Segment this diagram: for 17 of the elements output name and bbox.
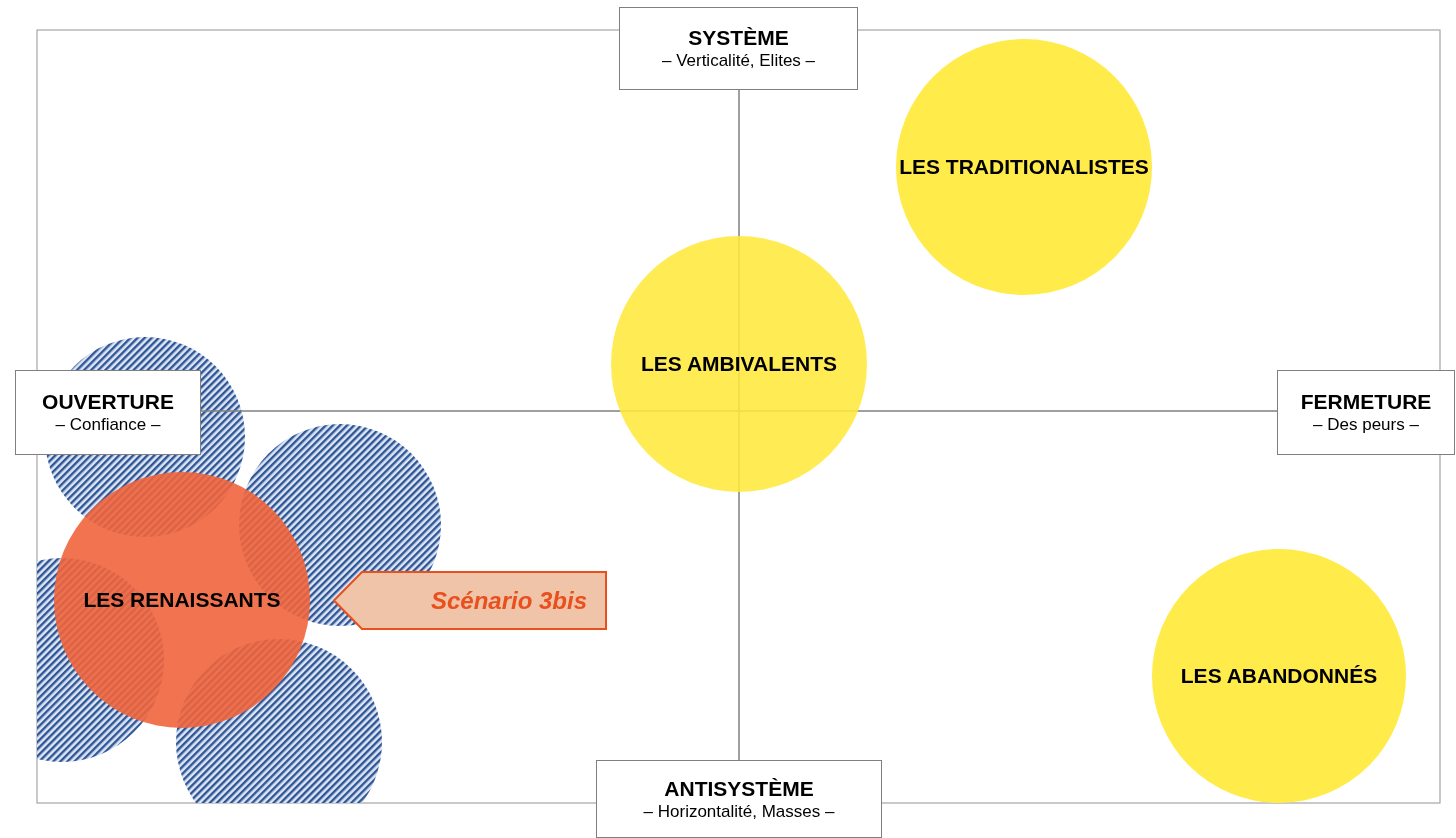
- axis-label-box: [619, 7, 858, 90]
- axis-title: ANTISYSTÈME: [664, 775, 814, 801]
- axis-title: OUVERTURE: [42, 389, 174, 415]
- axis-subtitle: – Des peurs –: [1313, 414, 1419, 436]
- axis-subtitle: – Horizontalité, Masses –: [643, 800, 835, 823]
- segment-label: LES RENAISSANTS: [82, 588, 282, 612]
- axis-label-box: [1277, 370, 1455, 455]
- axis-label-box: [15, 370, 201, 455]
- segment-label: LES AMBIVALENTS: [640, 352, 838, 376]
- segment-label: LES ABANDONNÉS: [1179, 664, 1379, 688]
- axis-title: SYSTÈME: [688, 25, 789, 51]
- axis-subtitle: – Verticalité, Elites –: [661, 50, 816, 72]
- axis-label-box: [596, 760, 882, 838]
- axis-subtitle: – Confiance –: [55, 414, 161, 436]
- segment-label: LES TRADITIONALISTES: [898, 155, 1150, 179]
- callout-label: Scénario 3bis: [430, 586, 587, 615]
- axis-title: FERMETURE: [1300, 389, 1432, 415]
